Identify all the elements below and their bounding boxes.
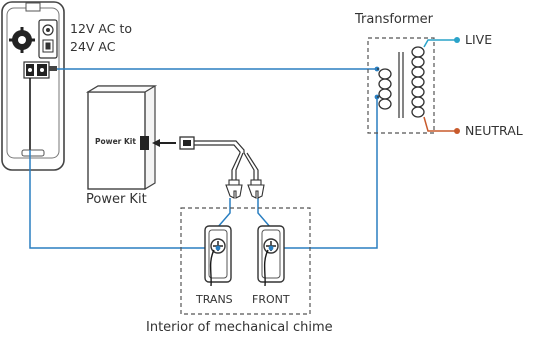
- connector-plug-pins: [183, 140, 191, 146]
- doorbell-terminal-block: [23, 61, 57, 79]
- neutral-label: NEUTRAL: [465, 123, 523, 138]
- power-kit: Power Kit: [85, 85, 158, 190]
- live-label: LIVE: [465, 32, 492, 47]
- transformer-secondary-coil: [411, 46, 425, 118]
- power-kit-socket: [140, 136, 149, 150]
- doorbell-unit: [1, 1, 65, 171]
- speaker-grille-icon: [9, 27, 35, 53]
- chime-interior: TRANS FRONT: [180, 207, 311, 315]
- camera-module: [38, 19, 58, 59]
- terminal-trans: [204, 225, 232, 283]
- doorbell-voltage-label-line1: 12V AC to: [70, 21, 132, 36]
- chime-caption: Interior of mechanical chime: [146, 320, 333, 335]
- neutral-terminal-dot: [454, 128, 460, 134]
- power-kit-connector-cable: [179, 136, 265, 199]
- live-terminal-dot: [454, 37, 460, 43]
- power-kit-caption: Power Kit: [86, 192, 147, 207]
- chime-lead-front: [263, 249, 269, 287]
- chime-lead-trans: [209, 249, 215, 287]
- blue-wires: [29, 66, 380, 249]
- doorbell-bottom-slot: [21, 149, 45, 157]
- chime-dashed-box: [180, 207, 311, 315]
- power-kit-top: [85, 85, 158, 93]
- insert-arrow-icon: [152, 139, 176, 147]
- spade-terminal-left: [225, 179, 243, 199]
- wire-doorbell-to-chime-trans: [29, 150, 214, 249]
- transformer-title: Transformer: [354, 12, 434, 27]
- wire-junction-trans: [215, 245, 221, 251]
- terminal-front-label: FRONT: [252, 293, 290, 306]
- spade-terminal-right: [247, 179, 265, 199]
- terminal-front: [257, 225, 285, 283]
- doorbell-voltage-label-line2: 24V AC: [70, 39, 116, 54]
- transformer-core: [398, 52, 404, 118]
- doorbell-top-tab: [25, 2, 41, 12]
- wire-chime-front-to-transformer: [271, 97, 378, 249]
- transformer-dashed-box: [367, 37, 435, 134]
- neutral-lead: [423, 116, 456, 132]
- transformer-primary-coil: [377, 68, 392, 110]
- power-kit-box-text: Power Kit: [95, 137, 136, 146]
- power-kit-front: [87, 91, 146, 190]
- wire-junction-front: [268, 245, 274, 251]
- live-lead: [423, 39, 456, 48]
- terminal-trans-label: TRANS: [195, 293, 233, 306]
- transformer: [367, 37, 460, 134]
